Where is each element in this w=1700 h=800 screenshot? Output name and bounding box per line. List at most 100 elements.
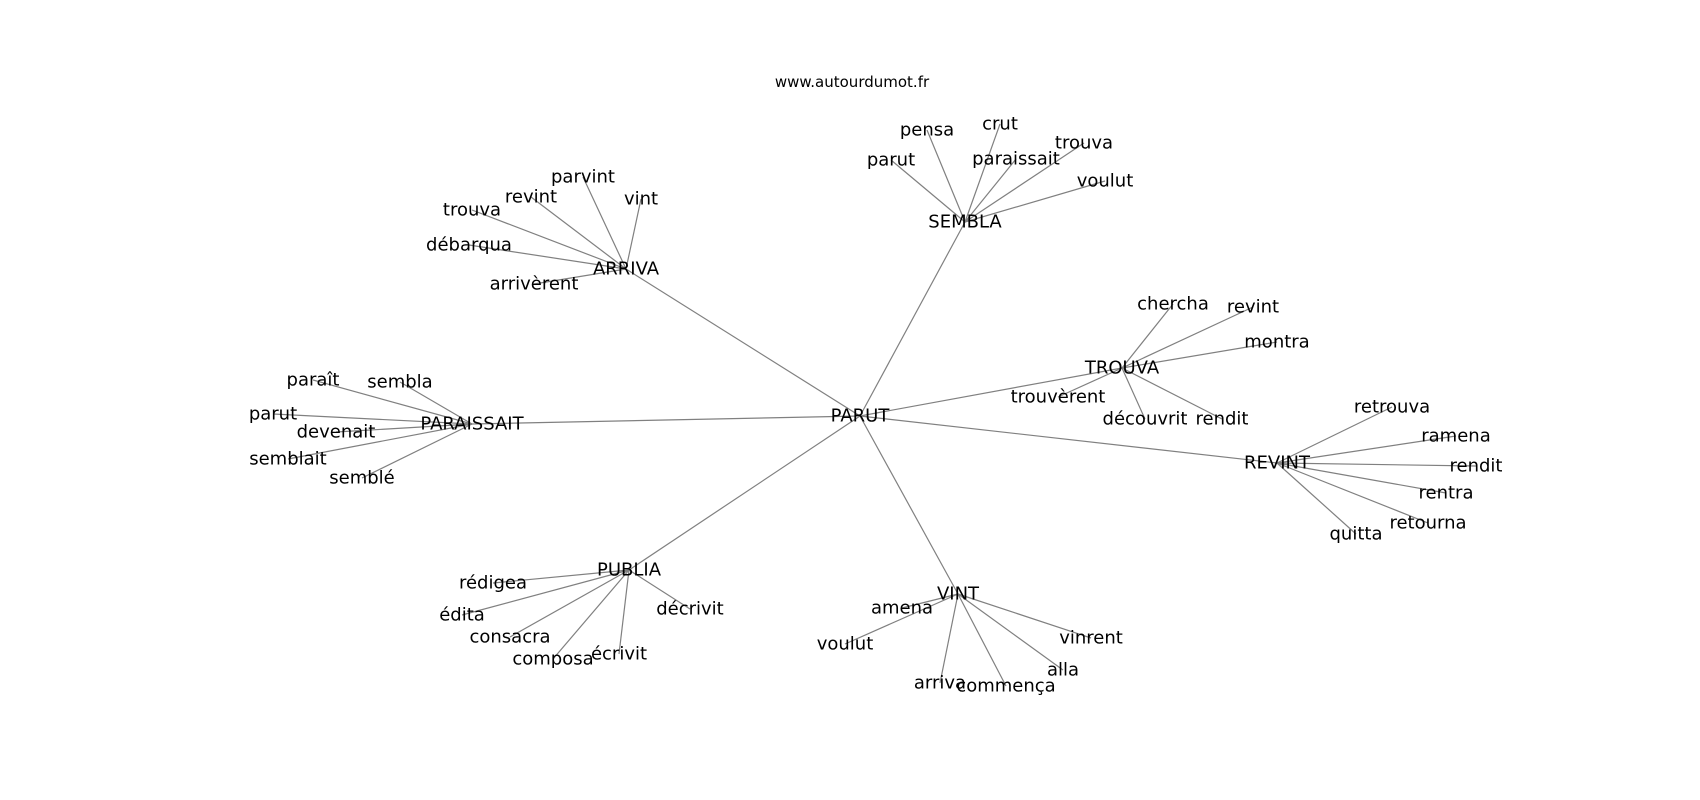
edge-paraissait-3 <box>335 423 473 433</box>
leaf-node[interactable]: consacra <box>469 627 550 648</box>
leaf-node[interactable]: rendit <box>1196 409 1249 430</box>
hub-node-publia[interactable]: PUBLIA <box>597 560 662 581</box>
leaf-node[interactable]: pensa <box>900 120 954 141</box>
leaf-node[interactable]: retrouva <box>1354 397 1430 418</box>
leaf-node[interactable]: composa <box>512 649 593 670</box>
leaf-node[interactable]: devenait <box>297 422 376 443</box>
edge-revint-5 <box>1276 462 1357 535</box>
leaf-node[interactable]: arrivèrent <box>490 274 579 295</box>
leaf-node[interactable]: débarqua <box>426 235 512 256</box>
edge-sembla-3 <box>964 158 1017 223</box>
edge-trouva-4 <box>1121 367 1146 420</box>
edge-arriva-3 <box>471 209 627 270</box>
leaf-node[interactable]: vinrent <box>1059 628 1123 649</box>
edge-publia-4 <box>618 569 630 655</box>
leaf-node[interactable]: rendit <box>1450 456 1503 477</box>
edge-vint-1 <box>844 593 959 645</box>
leaf-node[interactable]: parut <box>867 150 915 171</box>
edge-sembla-0 <box>890 159 966 223</box>
leaf-node[interactable]: édita <box>439 605 485 626</box>
edge-paraissait-4 <box>287 423 473 460</box>
edge-vint-4 <box>957 593 1064 671</box>
edge-publia-5 <box>628 569 691 610</box>
edge-paraissait-5 <box>361 423 473 479</box>
edge-revint-0 <box>1276 406 1393 464</box>
leaf-node[interactable]: voulut <box>1077 171 1134 192</box>
leaf-node[interactable]: amena <box>871 598 933 619</box>
leaf-node[interactable]: commença <box>956 676 1055 697</box>
edge-vint-2 <box>939 593 959 684</box>
leaf-node[interactable]: revint <box>505 187 557 208</box>
edge-paraissait-0 <box>312 379 473 425</box>
edge-arriva-0 <box>582 176 627 270</box>
edge-revint-4 <box>1276 462 1429 524</box>
leaf-node[interactable]: parvint <box>551 167 615 188</box>
leaf-node[interactable]: semblé <box>329 468 395 489</box>
edge-trouva-5 <box>1121 367 1223 420</box>
edge-trouva-0 <box>1121 303 1174 369</box>
edge-root-sembla <box>859 221 966 417</box>
edge-revint-3 <box>1276 462 1447 494</box>
leaf-node[interactable]: découvrit <box>1103 409 1188 430</box>
leaf-node[interactable]: trouva <box>1055 133 1113 154</box>
hub-node-sembla[interactable]: SEMBLA <box>928 212 1002 233</box>
leaf-node[interactable]: parut <box>249 404 297 425</box>
leaf-node[interactable]: ramena <box>1421 426 1490 447</box>
site-watermark[interactable]: www.autourdumot.fr <box>775 73 930 91</box>
edge-publia-1 <box>461 569 630 616</box>
leaf-node[interactable]: rentra <box>1419 483 1474 504</box>
leaf-node[interactable]: montra <box>1244 332 1309 353</box>
leaf-node[interactable]: revint <box>1227 297 1279 318</box>
edge-trouva-3 <box>1057 367 1123 398</box>
edge-root-paraissait <box>471 415 861 425</box>
leaf-node[interactable]: semblait <box>249 449 327 470</box>
edge-revint-1 <box>1276 435 1457 464</box>
edge-paraissait-1 <box>399 381 473 425</box>
edge-root-publia <box>628 415 861 571</box>
leaf-node[interactable]: paraît <box>287 370 340 391</box>
edge-paraissait-2 <box>272 413 473 425</box>
edge-revint-2 <box>1276 462 1477 467</box>
leaf-node[interactable]: écrivit <box>591 644 647 665</box>
edge-vint-0 <box>901 593 959 609</box>
edge-sembla-2 <box>964 123 1001 223</box>
edge-publia-3 <box>552 569 630 660</box>
leaf-node[interactable]: arriva <box>914 673 966 694</box>
leaf-node[interactable]: décrivit <box>656 599 724 620</box>
edge-root-vint <box>859 415 959 595</box>
edge-root-trouva <box>859 367 1123 417</box>
root-node[interactable]: PARUT <box>831 406 891 427</box>
leaf-node[interactable]: retourna <box>1389 513 1466 534</box>
edge-arriva-2 <box>530 196 627 270</box>
edge-arriva-1 <box>625 198 642 270</box>
leaf-node[interactable]: sembla <box>367 372 432 393</box>
leaf-node[interactable]: paraissait <box>972 149 1060 170</box>
leaf-node[interactable]: alla <box>1047 660 1079 681</box>
edge-sembla-1 <box>926 129 966 223</box>
hub-node-trouva[interactable]: TROUVA <box>1084 358 1160 379</box>
leaf-node[interactable]: rédigea <box>459 573 527 594</box>
leaf-node[interactable]: trouvèrent <box>1011 387 1106 408</box>
hub-node-arriva[interactable]: ARRIVA <box>593 259 660 280</box>
leaf-node[interactable]: trouva <box>443 200 501 221</box>
edge-trouva-1 <box>1121 306 1254 369</box>
edges-layer <box>272 123 1477 687</box>
leaf-node[interactable]: vint <box>624 189 658 210</box>
leaf-node[interactable]: crut <box>982 114 1018 135</box>
leaf-node[interactable]: quitta <box>1330 524 1383 545</box>
edge-sembla-4 <box>964 142 1085 223</box>
edge-root-revint <box>859 415 1278 464</box>
hub-node-vint[interactable]: VINT <box>937 584 980 605</box>
edge-publia-0 <box>492 569 630 584</box>
hub-node-revint[interactable]: REVINT <box>1244 453 1311 474</box>
edge-sembla-5 <box>964 180 1106 223</box>
edge-publia-2 <box>509 569 630 638</box>
edge-root-arriva <box>625 268 861 417</box>
hub-node-paraissait[interactable]: PARAISSAIT <box>420 414 524 435</box>
edge-vint-3 <box>957 593 1007 687</box>
leaf-node[interactable]: chercha <box>1137 294 1209 315</box>
edge-vint-5 <box>957 593 1092 639</box>
leaf-node[interactable]: voulut <box>817 634 874 655</box>
edge-arriva-4 <box>468 244 627 270</box>
